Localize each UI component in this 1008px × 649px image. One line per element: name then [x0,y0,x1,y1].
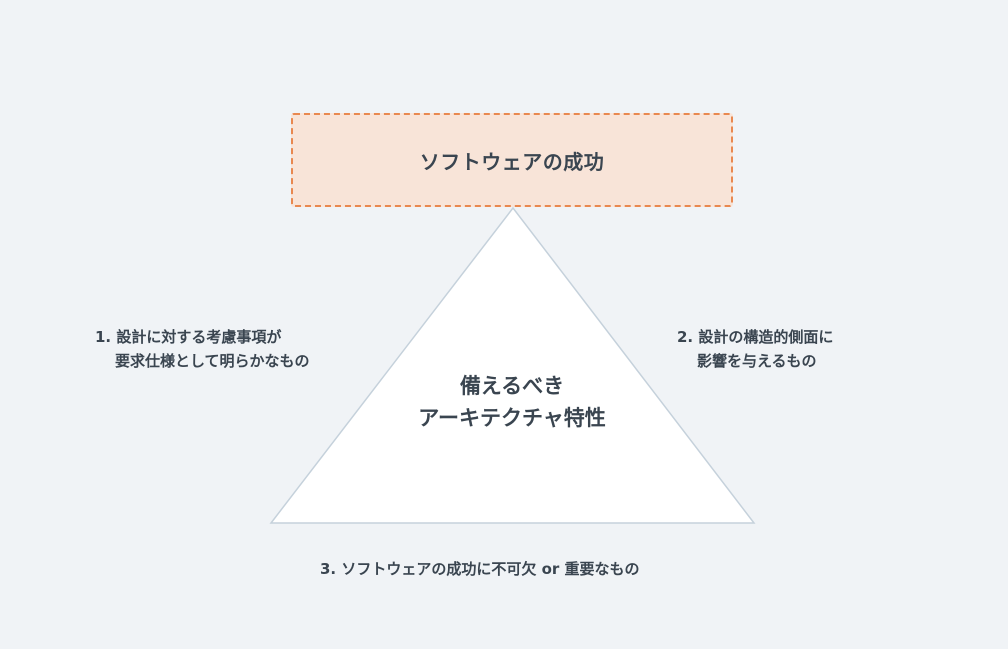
note-bottom-critical-to-success: 3. ソフトウェアの成功に不可欠 or 重要なもの [320,557,640,581]
center-label-line-1: 備えるべき [459,374,565,398]
goal-label: ソフトウェアの成功 [419,149,605,174]
note-2-line-2: 影響を与えるもの [697,352,817,370]
triangle-center-label: 備えるべき アーキテクチャ特性 [362,370,662,434]
note-3-line-1: 3. ソフトウェアの成功に不可欠 or 重要なもの [320,560,640,578]
goal-box: ソフトウェアの成功 [291,113,733,207]
note-left-design-considerations: 1. 設計に対する考慮事項が 要求仕様として明らかなもの [95,325,310,373]
note-right-structural-aspects: 2. 設計の構造的側面に 影響を与えるもの [677,325,833,373]
triangle-shape [269,206,756,524]
note-2-line-1: 2. 設計の構造的側面に [677,328,834,346]
note-1-line-1: 1. 設計に対する考慮事項が [95,328,282,346]
center-label-line-2: アーキテクチャ特性 [418,406,606,430]
note-1-line-2: 要求仕様として明らかなもの [115,352,310,370]
